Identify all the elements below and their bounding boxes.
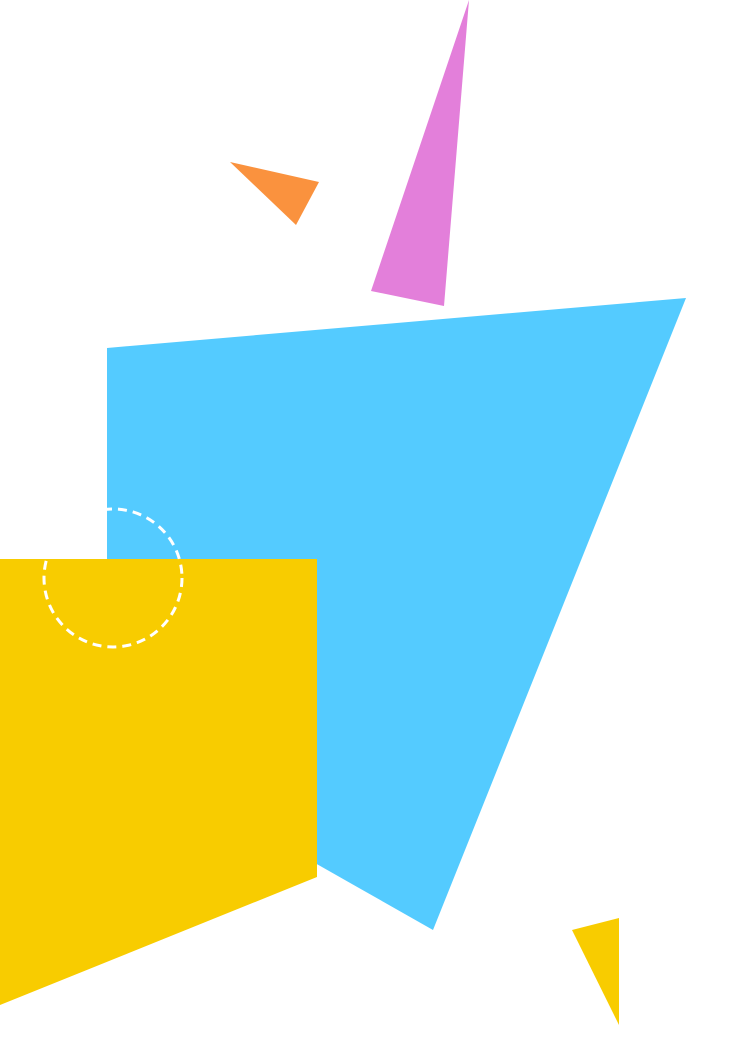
small-yellow-triangle-shape bbox=[572, 918, 619, 1025]
dashed-circle-outline bbox=[42, 507, 184, 649]
orange-triangle-shape bbox=[230, 162, 319, 225]
pink-spike-shape bbox=[371, 0, 469, 306]
yellow-quadrilateral-shape bbox=[0, 559, 317, 1005]
